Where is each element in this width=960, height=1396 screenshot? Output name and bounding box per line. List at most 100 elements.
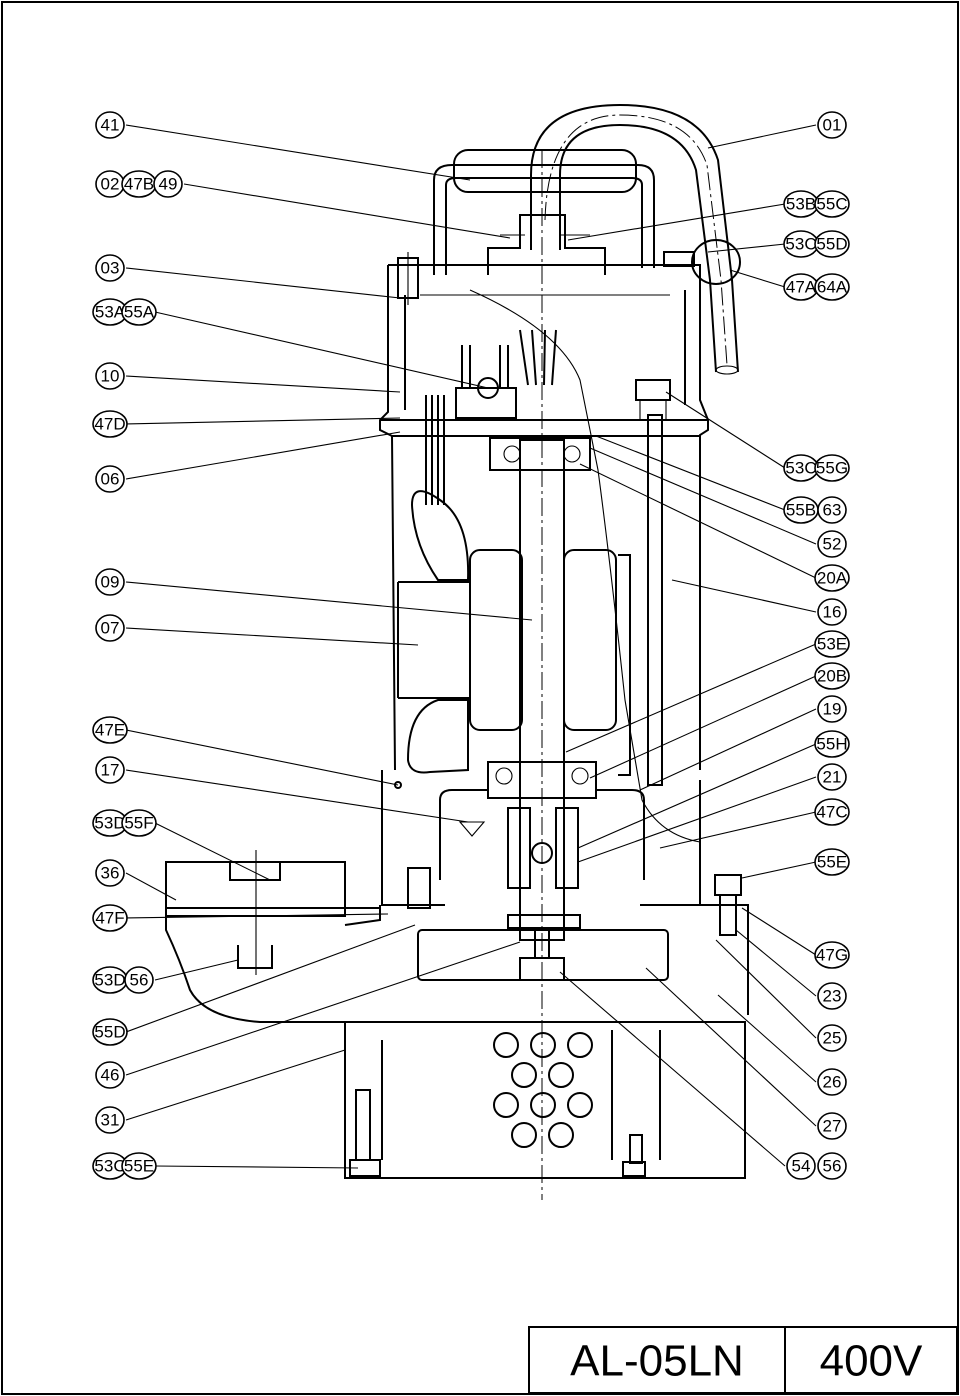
callout-number: 23 — [823, 987, 842, 1006]
leader-line — [729, 269, 786, 288]
callout-left-8: 07 — [95, 614, 125, 642]
leader-line — [125, 124, 471, 181]
leader-line — [589, 675, 817, 779]
leader-line — [125, 1049, 346, 1121]
callout-number: 10 — [101, 367, 120, 386]
callout-left-12: 36 — [95, 859, 125, 887]
leader-line — [715, 939, 817, 1039]
leader-line — [645, 967, 817, 1127]
callout-number: 55B — [786, 501, 816, 520]
callout-number: 53B — [786, 195, 816, 214]
leader-line — [125, 941, 521, 1076]
leader-line — [579, 463, 817, 579]
callout-left-15: 55D — [92, 1018, 128, 1046]
callout-number: 49 — [159, 175, 178, 194]
leader-line — [183, 183, 511, 239]
leader-line — [639, 708, 817, 791]
cable-hose — [530, 103, 739, 373]
callout-number: 47E — [95, 721, 125, 740]
callout-number: 55H — [816, 735, 847, 754]
callout-number: 03 — [101, 259, 120, 278]
callout-number: 47F — [95, 909, 124, 928]
leader-line — [707, 243, 786, 253]
callout-number: 47C — [816, 803, 847, 822]
callout-left-0: 41 — [95, 111, 125, 139]
title-block: AL-05LN 400V — [528, 1326, 958, 1394]
callout-right-7: 20A — [814, 564, 850, 592]
leader-line — [567, 203, 786, 241]
leader-line — [154, 1165, 359, 1169]
callout-right-11: 19 — [817, 695, 847, 723]
leader-line — [741, 861, 817, 879]
callout-right-9: 53E — [814, 630, 850, 658]
callout-number: 55E — [124, 1157, 154, 1176]
leader-line — [125, 872, 177, 901]
leader-line — [125, 375, 401, 393]
callout-right-20: 27 — [817, 1112, 847, 1140]
leader-line — [741, 907, 817, 956]
leader-line — [595, 435, 786, 511]
callout-number: 20B — [817, 667, 847, 686]
callout-right-17: 23 — [817, 982, 847, 1010]
callout-right-14: 47C — [814, 798, 850, 826]
callout-left-2: 03 — [95, 254, 125, 282]
callout-number: 06 — [101, 470, 120, 489]
leader-line — [735, 929, 817, 997]
callout-number: 09 — [101, 573, 120, 592]
callout-number: 53C — [785, 235, 816, 254]
callout-number: 41 — [101, 116, 120, 135]
callout-left-14: 53D 56 — [92, 966, 154, 994]
callout-right-0: 01 — [817, 111, 847, 139]
callout-number: 17 — [101, 761, 120, 780]
leader-line — [659, 811, 817, 849]
leader-line — [577, 743, 817, 849]
callout-left-4: 10 — [95, 362, 125, 390]
callout-right-13: 21 — [817, 763, 847, 791]
callout-number: 55D — [94, 1023, 125, 1042]
callout-number: 56 — [823, 1157, 842, 1176]
leader-line — [671, 579, 817, 613]
callout-left-5: 47D — [92, 410, 128, 438]
callout-number: 55F — [124, 814, 153, 833]
callout-number: 53C — [785, 459, 816, 478]
callout-right-12: 55H — [814, 730, 850, 758]
callout-number: 16 — [823, 603, 842, 622]
callout-number: 27 — [823, 1117, 842, 1136]
callout-left-16: 46 — [95, 1061, 125, 1089]
callout-number: 53D — [94, 971, 125, 990]
callout-number: 26 — [823, 1073, 842, 1092]
callout-number: 36 — [101, 864, 120, 883]
leader-line — [154, 959, 239, 981]
leader-line — [559, 971, 786, 1167]
callout-number: 64A — [817, 278, 848, 297]
leader-line — [565, 643, 817, 753]
callout-number: 21 — [823, 768, 842, 787]
callout-number: 02 — [101, 175, 120, 194]
callout-number: 55C — [816, 195, 847, 214]
leader-lines — [125, 124, 817, 1169]
callout-right-6: 52 — [817, 530, 847, 558]
callout-number: 55D — [816, 235, 847, 254]
voltage-label: 400V — [820, 1337, 923, 1386]
callout-number: 53C — [94, 1157, 125, 1176]
leader-line — [589, 447, 817, 545]
leader-line — [717, 994, 817, 1083]
callout-left-17: 31 — [95, 1106, 125, 1134]
leader-line — [665, 391, 786, 469]
callout-number: 20A — [817, 569, 848, 588]
discharge-flange — [165, 861, 346, 917]
callout-right-16: 47G — [814, 941, 850, 969]
callout-number: 54 — [792, 1157, 811, 1176]
leader-line — [125, 924, 416, 1033]
callout-right-21: 54 56 — [786, 1152, 847, 1180]
callout-number: 55G — [816, 459, 848, 478]
callout-number: 56 — [130, 971, 149, 990]
